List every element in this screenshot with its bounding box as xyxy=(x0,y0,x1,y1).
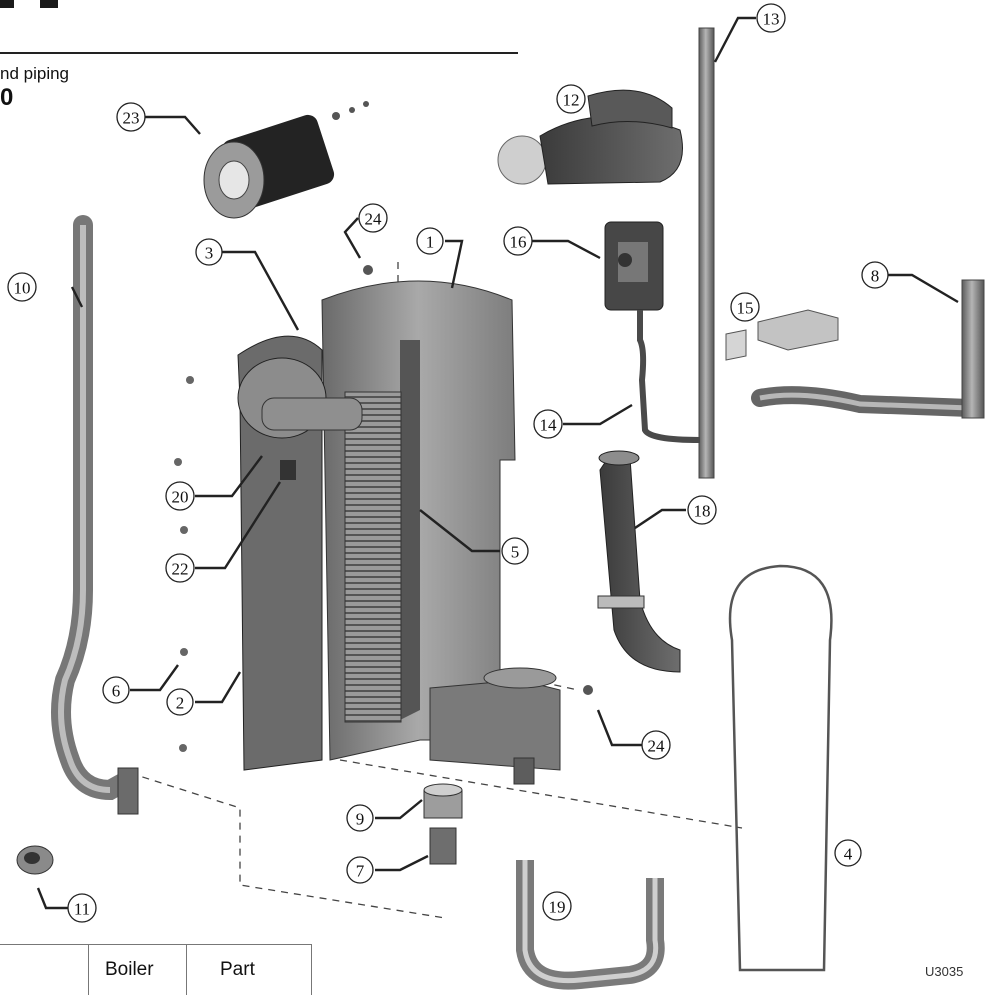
callout-6: 6 xyxy=(102,676,130,704)
svg-text:15: 15 xyxy=(737,299,754,318)
part-19-u-pipe xyxy=(516,860,665,990)
svg-text:20: 20 xyxy=(172,488,189,507)
callout-1: 1 xyxy=(416,227,444,255)
svg-text:24: 24 xyxy=(648,737,666,756)
svg-text:9: 9 xyxy=(356,810,365,829)
callout-9: 9 xyxy=(346,804,374,832)
section-heading: 0 xyxy=(0,84,14,111)
section-subtitle: nd piping xyxy=(0,64,70,83)
svg-text:7: 7 xyxy=(356,862,365,881)
callout-15: 15 xyxy=(730,292,760,322)
callout-12: 12 xyxy=(556,84,586,114)
callout-23: 23 xyxy=(116,102,146,132)
part-10-pipe xyxy=(51,215,138,801)
part-4-gasket xyxy=(728,564,833,972)
callout-14: 14 xyxy=(533,409,563,439)
parts-table-header: Boiler Part xyxy=(0,944,312,995)
callout-19: 19 xyxy=(542,891,572,921)
svg-text:18: 18 xyxy=(694,502,711,521)
header-rule xyxy=(0,52,518,54)
callout-7: 7 xyxy=(346,856,374,884)
callout-3: 3 xyxy=(195,238,223,266)
part-23-burner xyxy=(203,101,369,219)
svg-text:1: 1 xyxy=(426,233,435,252)
callout-13: 13 xyxy=(756,3,786,33)
callout-20: 20 xyxy=(165,481,195,511)
callout-4: 4 xyxy=(834,839,862,867)
callout-24-top: 24 xyxy=(358,203,388,233)
svg-text:5: 5 xyxy=(511,543,520,562)
callout-2: 2 xyxy=(166,688,194,716)
svg-text:13: 13 xyxy=(763,10,780,29)
svg-text:22: 22 xyxy=(172,560,189,579)
callout-5: 5 xyxy=(501,537,529,565)
svg-text:3: 3 xyxy=(205,244,214,263)
callout-8: 8 xyxy=(861,261,889,289)
part-7-fitting xyxy=(429,827,457,865)
callout-24-bottom: 24 xyxy=(641,730,671,760)
col-boiler: Boiler xyxy=(105,959,154,980)
svg-text:11: 11 xyxy=(74,900,90,919)
col-part: Part xyxy=(220,959,255,980)
callout-16: 16 xyxy=(503,226,533,256)
title-fragment xyxy=(0,0,330,14)
svg-text:6: 6 xyxy=(112,682,121,701)
callout-18: 18 xyxy=(687,495,717,525)
callout-10: 10 xyxy=(7,272,37,302)
part-9-fitting xyxy=(423,783,463,819)
part-8-pipe xyxy=(751,279,985,419)
svg-text:10: 10 xyxy=(14,279,31,298)
part-11-fitting xyxy=(16,845,54,875)
part-15-bracket xyxy=(725,309,839,361)
figure-code: U3035 xyxy=(925,964,964,979)
svg-text:14: 14 xyxy=(540,416,558,435)
part-13-pipe xyxy=(698,27,715,479)
heat-exchanger xyxy=(174,265,593,785)
svg-text:2: 2 xyxy=(176,694,185,713)
part-18-hose xyxy=(597,450,681,673)
part-14-gas-pipe xyxy=(637,310,701,443)
svg-text:8: 8 xyxy=(871,267,880,286)
callout-22: 22 xyxy=(165,553,195,583)
svg-text:24: 24 xyxy=(365,210,383,229)
callout-11: 11 xyxy=(67,893,97,923)
svg-text:16: 16 xyxy=(510,233,527,252)
svg-text:19: 19 xyxy=(549,898,566,917)
part-16-gas-valve xyxy=(604,221,664,311)
part-12-blower xyxy=(497,89,683,185)
svg-text:23: 23 xyxy=(123,109,140,128)
svg-text:12: 12 xyxy=(563,91,580,110)
svg-text:4: 4 xyxy=(844,845,853,864)
